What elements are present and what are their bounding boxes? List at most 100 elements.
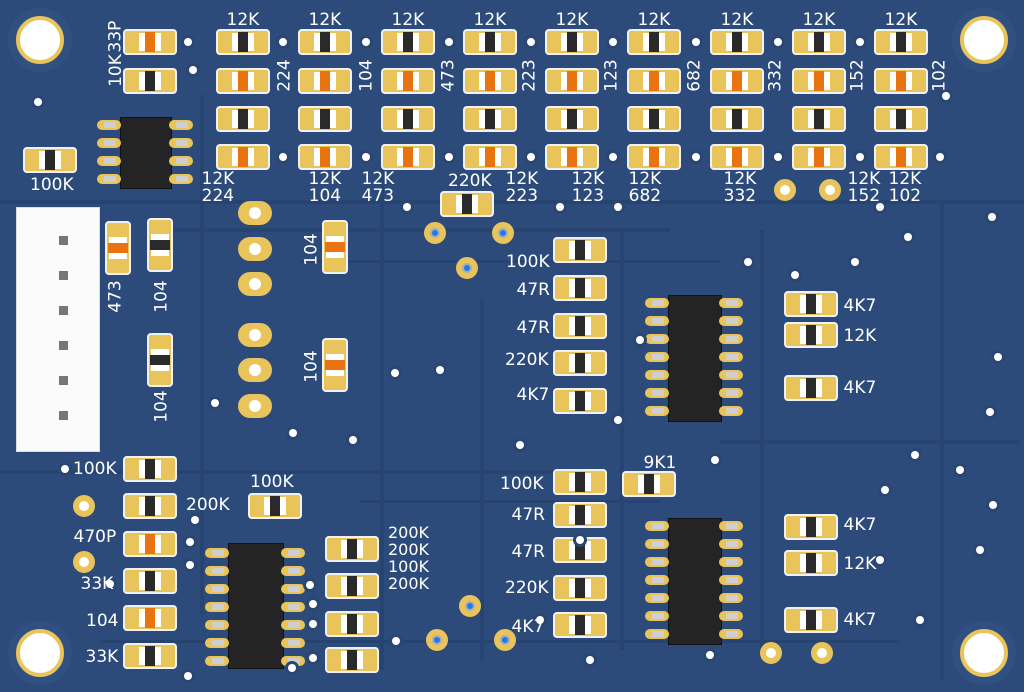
silkscreen-label: 682 <box>684 58 705 92</box>
via <box>184 672 192 680</box>
resistor <box>463 106 517 132</box>
resistor <box>123 68 177 94</box>
resistor <box>553 275 607 301</box>
component-core <box>649 32 659 52</box>
ic-pad <box>205 638 229 648</box>
component-core <box>238 147 248 167</box>
silkscreen-label: 100K <box>30 174 74 195</box>
resistor <box>298 29 352 55</box>
component-core <box>649 109 659 129</box>
via <box>536 616 544 624</box>
silkscreen-label: 12K <box>802 9 836 30</box>
resistor <box>553 313 607 339</box>
ic-pad <box>169 138 193 148</box>
capacitor <box>216 68 270 94</box>
capacitor <box>627 144 681 170</box>
component-core <box>403 32 413 52</box>
ic-chip <box>120 117 172 189</box>
resistor <box>147 333 173 387</box>
via <box>211 399 219 407</box>
resistor <box>710 106 764 132</box>
silkscreen-label: 12K <box>637 9 671 30</box>
tht-pad <box>238 394 272 418</box>
component-core <box>567 109 577 129</box>
component-core <box>732 71 742 91</box>
mounting-hole <box>16 16 64 64</box>
via <box>994 353 1002 361</box>
connector-header <box>16 207 100 452</box>
component-core <box>485 109 495 129</box>
via <box>636 336 644 344</box>
ic-pad <box>281 566 305 576</box>
ic-pad <box>97 138 121 148</box>
silkscreen-label: 12K <box>308 9 342 30</box>
capacitor <box>874 144 928 170</box>
ic-pad <box>97 120 121 130</box>
resistor <box>784 550 838 576</box>
via <box>279 153 287 161</box>
via <box>309 600 317 608</box>
tht-pad <box>238 358 272 382</box>
capacitor <box>710 68 764 94</box>
ic-pad <box>205 656 229 666</box>
ic-pad <box>645 352 669 362</box>
component-core <box>347 614 357 634</box>
silkscreen-label: 200K <box>186 494 230 515</box>
silkscreen-label: 473 <box>438 58 459 92</box>
component-core <box>575 353 585 373</box>
resistor <box>784 375 838 401</box>
silkscreen-label: 470P <box>73 526 117 547</box>
silkscreen-label: 104 <box>86 610 119 631</box>
ic-pad <box>645 370 669 380</box>
resistor <box>463 29 517 55</box>
tht-pad <box>238 237 272 261</box>
capacitor <box>123 605 177 631</box>
via <box>61 465 69 473</box>
component-core <box>145 496 155 516</box>
silkscreen-label: 104 <box>301 349 322 383</box>
component-core <box>567 147 577 167</box>
plated-hole <box>73 551 95 573</box>
ic-pad <box>169 174 193 184</box>
silkscreen-label: 47R <box>516 317 550 338</box>
ic-pad <box>169 156 193 166</box>
silkscreen-label: 224 <box>274 58 295 92</box>
silkscreen-label: 104 <box>301 232 322 266</box>
ic-pad <box>645 521 669 531</box>
resistor <box>553 469 607 495</box>
resistor <box>216 106 270 132</box>
component-core <box>806 378 816 398</box>
silkscreen-label: 473 <box>105 279 126 313</box>
silkscreen-label: 100K <box>506 251 550 272</box>
ic-pad <box>205 548 229 558</box>
via <box>279 38 287 46</box>
via <box>956 466 964 474</box>
silkscreen-label: 4K7 <box>511 616 545 637</box>
via <box>309 654 317 662</box>
capacitor <box>627 68 681 94</box>
component-core <box>814 32 824 52</box>
silkscreen-label: 104 <box>151 279 172 313</box>
capacitor <box>463 68 517 94</box>
silkscreen-label: 12K 473 <box>361 169 395 206</box>
via <box>445 38 453 46</box>
resistor <box>440 191 494 217</box>
silkscreen-label: 220K <box>505 349 549 370</box>
pcb-trace <box>200 95 204 615</box>
silkscreen-label: 33P <box>105 20 126 52</box>
component-core <box>270 496 280 516</box>
resistor <box>553 237 607 263</box>
component-core <box>567 71 577 91</box>
ic-pad <box>205 566 229 576</box>
resistor <box>553 388 607 414</box>
ic-pad <box>281 620 305 630</box>
via <box>942 92 950 100</box>
component-core <box>238 32 248 52</box>
component-core <box>896 109 906 129</box>
via <box>791 271 799 279</box>
silkscreen-label: 12K <box>391 9 425 30</box>
component-core <box>896 32 906 52</box>
via <box>851 258 859 266</box>
ic-pad <box>719 593 743 603</box>
plated-hole <box>819 179 841 201</box>
